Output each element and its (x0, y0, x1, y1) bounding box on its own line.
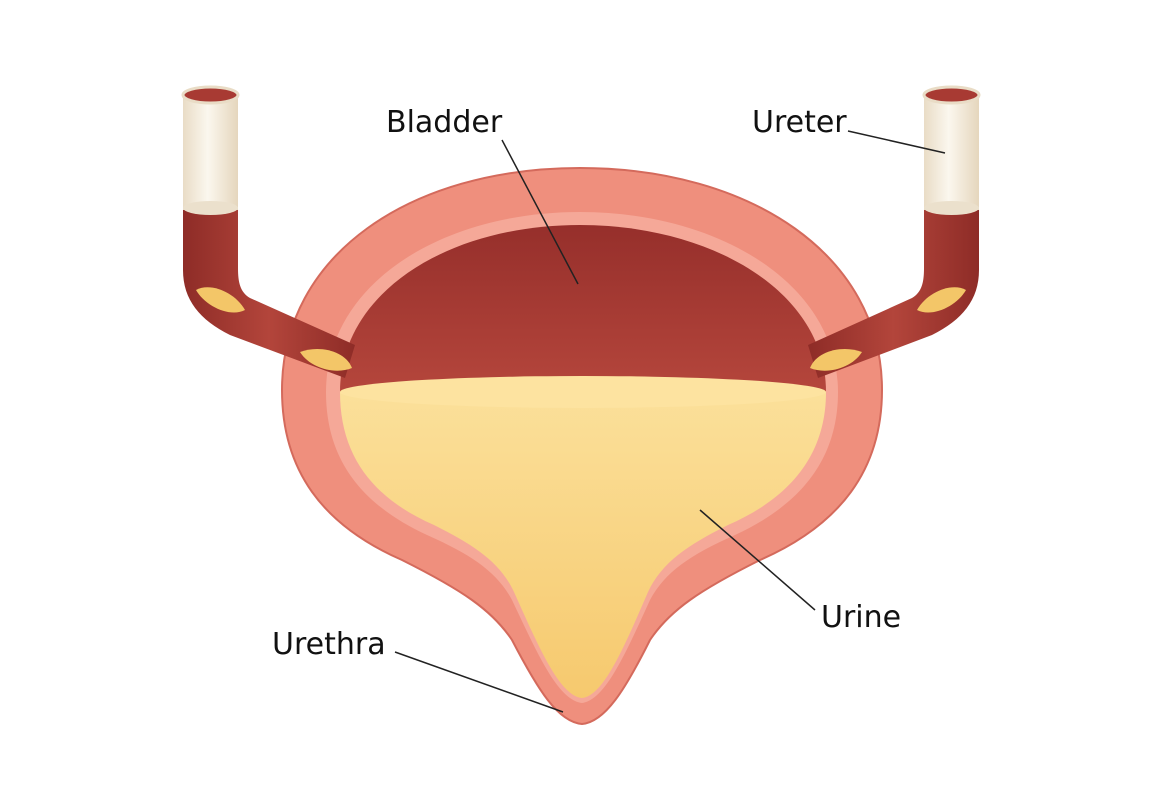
bladder-label: Bladder (386, 105, 503, 140)
ureter-leader-line (847, 130, 946, 154)
right-ureter-cap (924, 95, 979, 210)
bladder-leader-line (501, 139, 579, 285)
right-ureter-valve-lower (810, 348, 862, 371)
right-ureter-tube (808, 205, 979, 378)
right-ureter-cap-rim (924, 201, 979, 215)
urine-fill (340, 392, 826, 698)
left-ureter-valve-upper (196, 287, 245, 313)
urethra-label: Urethra (272, 627, 386, 662)
left-ureter-opening (181, 85, 240, 105)
urine-leader-line (699, 509, 816, 611)
urethra-leader-line (394, 651, 564, 713)
left-ureter-cap (183, 95, 238, 210)
ureter-label: Ureter (752, 105, 847, 140)
urine-surface (340, 376, 826, 408)
left-ureter-cap-rim (183, 201, 238, 215)
right-ureter-opening (922, 85, 981, 105)
left-ureter-valve-lower (300, 348, 352, 371)
right-ureter-valve-upper (917, 287, 966, 313)
left-ureter-tube (183, 205, 355, 378)
urine-label: Urine (821, 600, 902, 635)
bladder-cavity (340, 225, 826, 392)
